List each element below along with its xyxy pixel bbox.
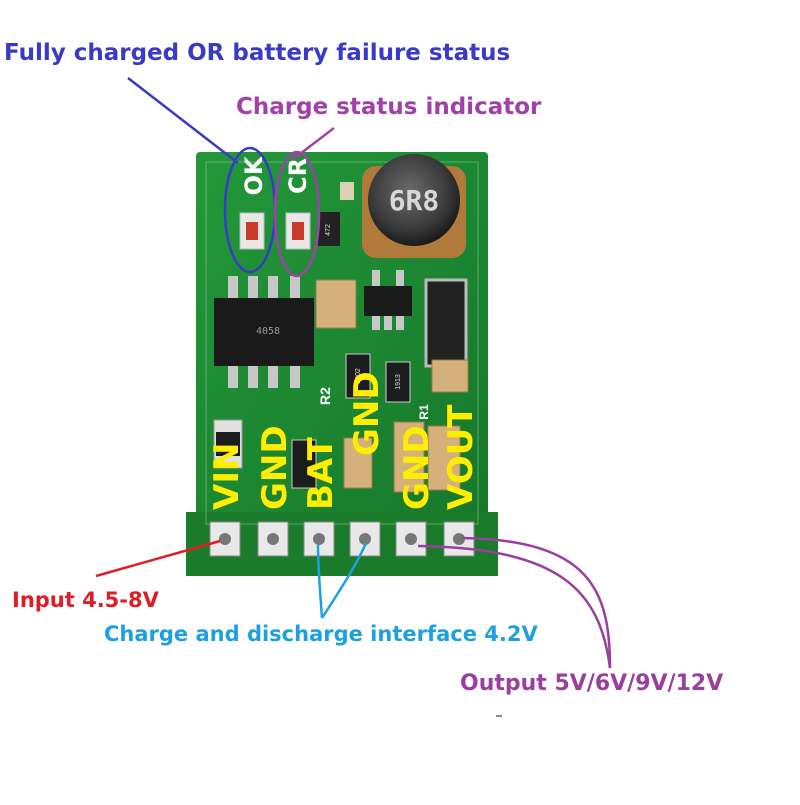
output-callout-line-2 <box>461 536 612 669</box>
status-led-annotation: Fully charged OR battery failure status <box>4 40 511 66</box>
diode <box>424 278 468 368</box>
smd-code-472: 472 <box>325 224 332 236</box>
resistor-1002 <box>345 353 371 399</box>
sot23 <box>364 270 412 330</box>
smd-lower-5 <box>427 425 461 491</box>
charge-callout-line <box>291 127 335 161</box>
smd-code-1913: 1913 <box>395 374 402 390</box>
capacitor <box>315 279 357 329</box>
output-annotation: Output 5V/6V/9V/12V <box>460 671 724 696</box>
capacitor-2 <box>431 359 469 393</box>
resistor-1913 <box>385 361 411 403</box>
chip-marking: 4058 <box>256 326 280 337</box>
ok-led <box>239 212 265 250</box>
pin-label-gnd-1: GND <box>255 425 295 510</box>
smd-lower-4 <box>393 421 425 493</box>
status-callout-line <box>127 77 239 164</box>
cr-led-highlight-ellipse <box>273 150 321 278</box>
battery-callout-line-1 <box>316 544 324 619</box>
pin-label-gnd-2: GND <box>347 371 387 456</box>
input-annotation: Input 4.5-8V <box>12 588 159 612</box>
led-label-ok: OK <box>240 155 268 195</box>
resistor-472 <box>318 212 340 246</box>
pin-pads <box>209 521 475 557</box>
pad-gnd-1 <box>257 521 289 557</box>
charge-led-annotation: Charge status indicator <box>236 94 542 120</box>
pin-label-vout: VOUT <box>441 404 481 510</box>
silkscreen-outline <box>205 161 479 525</box>
smd-lower-3 <box>343 437 373 489</box>
inductor: 6R8 <box>362 154 466 258</box>
charger-chip: 4058 <box>214 276 314 388</box>
battery-annotation: Charge and discharge interface 4.2V <box>104 622 538 646</box>
silk-r1: R1 <box>417 404 431 420</box>
smd-lower-2 <box>291 439 317 489</box>
pin-label-vin: VIN <box>207 443 247 510</box>
pin-label-bat: BAT <box>301 436 341 510</box>
battery-callout-line-2 <box>320 542 368 619</box>
led-label-cr: CR <box>284 158 312 194</box>
smd-code-1002: 1002 <box>355 368 362 384</box>
input-callout-line <box>95 539 221 578</box>
pin-label-gnd-3: GND <box>397 425 437 510</box>
silk-r2: R2 <box>317 387 333 405</box>
output-callout-line-1 <box>417 544 612 669</box>
pin-labels: VIN GND BAT GND GND VOUT <box>207 371 481 510</box>
inductor-marking: 6R8 <box>389 184 440 217</box>
